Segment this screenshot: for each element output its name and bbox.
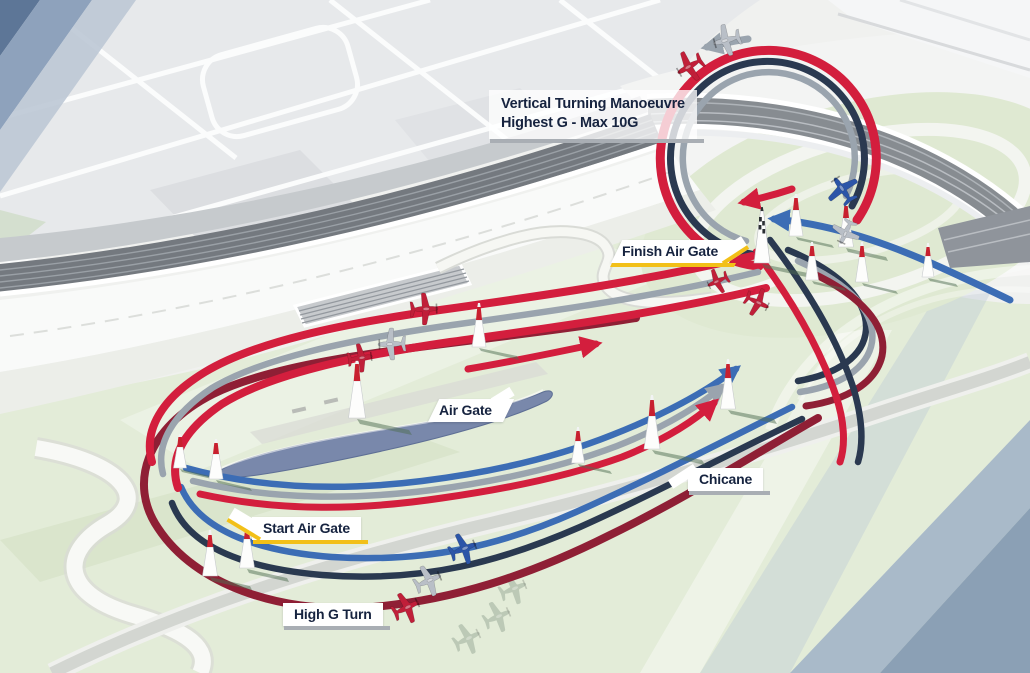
winding-road bbox=[34, 437, 214, 673]
label-start-air-gate: Start Air Gate bbox=[226, 507, 368, 544]
label-air-gate: Air Gate bbox=[428, 386, 515, 422]
flight-path-navy-descent bbox=[766, 236, 865, 466]
pylon bbox=[571, 427, 612, 474]
pylon-chicane bbox=[720, 359, 777, 424]
flight-arrow-red-east bbox=[464, 336, 603, 373]
label-underline bbox=[689, 491, 771, 495]
pylon-finish bbox=[805, 242, 846, 291]
runway-grandstand bbox=[0, 96, 716, 444]
label-finish-air-gate: Finish Air Gate bbox=[610, 236, 750, 267]
label-text: Start Air Gate bbox=[263, 520, 350, 536]
street-loop bbox=[200, 24, 360, 140]
label-background bbox=[688, 468, 764, 491]
label-underline bbox=[610, 263, 737, 267]
flight-path-gray-loop bbox=[679, 68, 859, 245]
course-ribbons bbox=[140, 32, 1014, 613]
perimeter-road bbox=[47, 352, 1030, 673]
label-underline bbox=[284, 626, 390, 630]
pylon bbox=[208, 439, 252, 491]
label-background bbox=[489, 90, 697, 140]
label-text: Vertical Turning Manoeuvre Highest G - M… bbox=[489, 90, 697, 139]
pylon bbox=[202, 530, 252, 590]
pylon-chicane bbox=[643, 395, 705, 465]
label-text: Air Gate bbox=[439, 402, 492, 418]
pylon bbox=[173, 434, 212, 479]
flight-path-navy-loop bbox=[667, 57, 868, 258]
label-background bbox=[283, 603, 383, 626]
label-line-1: Vertical Turning Manoeuvre bbox=[501, 96, 685, 112]
flight-path-red-loop bbox=[655, 45, 881, 271]
label-line-2: Highest G - Max 10G bbox=[501, 114, 639, 131]
flight-path-red-upper-2 bbox=[171, 284, 770, 492]
flight-path-red-descent bbox=[752, 248, 847, 466]
flight-path-dark-red-right-turn bbox=[802, 268, 887, 410]
flight-path-gray-upper bbox=[157, 268, 762, 478]
label-vertical-turning-manoeuvre: Vertical Turning Manoeuvre Highest G - M… bbox=[489, 90, 704, 144]
corner-stripes-top-left bbox=[0, 0, 136, 192]
label-background bbox=[252, 517, 361, 540]
flight-arrow-red-finish bbox=[737, 185, 796, 210]
label-chicane: Chicane bbox=[667, 464, 771, 495]
taxiway bbox=[250, 362, 548, 444]
pylon-air-gate bbox=[348, 358, 412, 435]
flight-path-red-upper-1 bbox=[145, 252, 756, 466]
runway bbox=[0, 148, 700, 372]
pylon-finish bbox=[788, 194, 834, 248]
flight-path-navy-right-turn bbox=[784, 246, 870, 385]
flight-arrow-blue-finish bbox=[767, 209, 1014, 304]
flight-path-red-chicane bbox=[196, 398, 719, 511]
checkered-pylon-finish bbox=[753, 207, 811, 278]
pylon bbox=[471, 303, 519, 360]
label-text: Finish Air Gate bbox=[622, 243, 719, 259]
flight-path-dark-red-outer bbox=[140, 314, 822, 613]
label-text: High G Turn bbox=[294, 606, 372, 622]
field-stripes bbox=[0, 240, 1030, 673]
flight-path-gray-chicane bbox=[189, 383, 727, 500]
flight-path-blue-chicane bbox=[182, 365, 741, 491]
pylon bbox=[921, 243, 958, 287]
label-underline bbox=[490, 139, 704, 144]
label-text: Chicane bbox=[699, 471, 753, 487]
label-underline bbox=[253, 540, 368, 544]
pylon-finish bbox=[855, 242, 898, 294]
label-high-g-turn: High G Turn bbox=[283, 603, 390, 630]
